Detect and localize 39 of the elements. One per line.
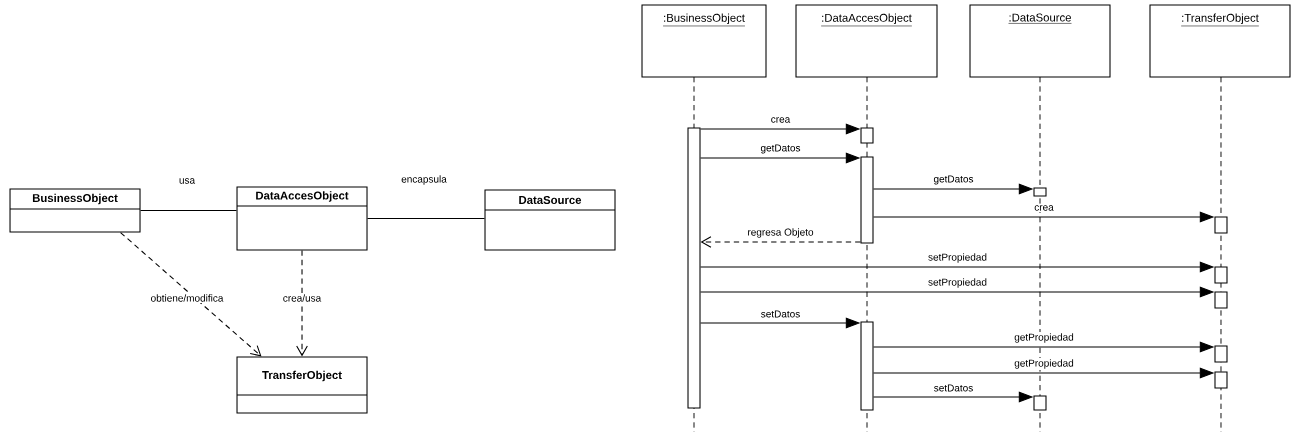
association-line [367, 217, 485, 220]
activation-box [860, 127, 874, 144]
object-box: :DataAccesObject [795, 4, 938, 78]
edge-label: setPropiedad [928, 278, 987, 288]
edge-label: setDatos [934, 384, 973, 392]
edge-label: getDatos [933, 175, 974, 185]
edge-label: crea [771, 117, 791, 123]
association-line [140, 209, 238, 212]
edge-label: obtiene/modifica [151, 294, 224, 302]
message-arrow [700, 236, 861, 248]
class-box: DataSource [484, 189, 616, 251]
edge-label: setPropiedad [928, 253, 987, 263]
activation-box [687, 127, 701, 409]
edge-label: getPropiedad [1014, 359, 1074, 369]
class-box: TransferObject [236, 356, 368, 414]
edge-label: regresa Objeto [748, 228, 814, 238]
class-box: BusinessObject [9, 188, 141, 233]
activation-box [1033, 187, 1047, 197]
activation-box [1214, 216, 1228, 234]
activation-box [1214, 371, 1228, 389]
object-box: :TransferObject [1149, 4, 1291, 78]
dependency-arrow [120, 232, 262, 357]
dependency-arrow [296, 250, 308, 357]
activation-box [1214, 266, 1228, 284]
edge-label: crea/usa [283, 294, 322, 302]
edge-label: getDatos [760, 144, 801, 154]
activation-box [1214, 291, 1228, 309]
activation-box [1214, 345, 1228, 363]
object-box: :BusinessObject [641, 4, 767, 78]
activation-box [860, 156, 874, 244]
object-box: :DataSource [969, 4, 1111, 78]
class-box: DataAccesObject [236, 186, 368, 251]
activation-box [860, 321, 874, 411]
edge-label: encapsula [401, 175, 447, 185]
edge-label: setDatos [761, 310, 800, 318]
edge-label: crea [1034, 205, 1054, 211]
edge-label: getPropiedad [1014, 333, 1074, 343]
activation-box [1033, 395, 1047, 411]
edge-label: usa [179, 178, 196, 184]
